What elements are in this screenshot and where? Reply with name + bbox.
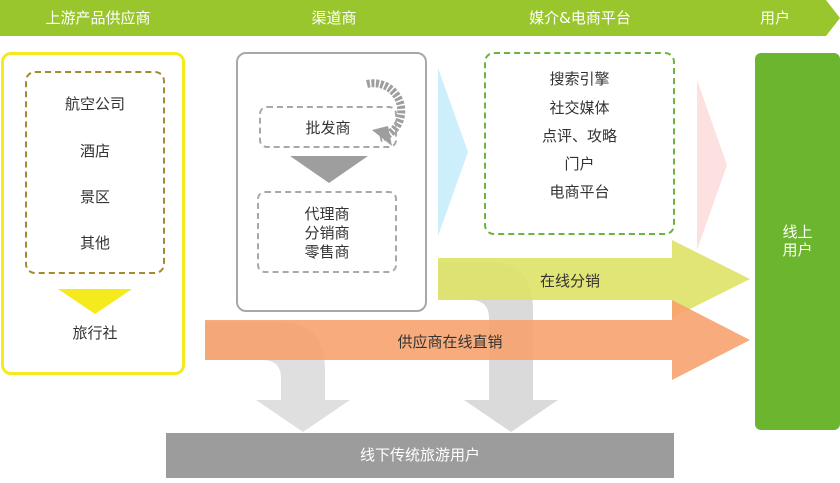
cyan-chevron-arrow — [438, 68, 468, 236]
supplier-direct-label: 供应商在线直销 — [397, 333, 503, 351]
offline-user-label: 线下传统旅游用户 — [359, 446, 480, 464]
stage-label-channel: 渠道商 — [311, 9, 357, 27]
pink-chevron-arrow — [697, 80, 727, 250]
supplier-item-other: 其他 — [79, 234, 110, 252]
media-item-review: 点评、攻略 — [541, 127, 617, 145]
stage-label-user: 用户 — [759, 9, 790, 27]
online-user-label: 线上 用户 — [755, 223, 840, 259]
media-item-portal: 门户 — [564, 155, 595, 173]
channel-down-triangle — [290, 156, 368, 183]
supplier-column-box — [1, 52, 185, 375]
stage-label-media: 媒介&电商平台 — [529, 9, 631, 27]
online-distribution-arrow — [438, 240, 750, 318]
stage-header-bar — [0, 0, 840, 36]
channel-item-agent: 代理商 — [304, 205, 350, 223]
online-user-line2: 用户 — [782, 241, 813, 259]
supplier-item-scenic: 景区 — [79, 188, 110, 206]
media-item-social: 社交媒体 — [549, 99, 610, 117]
channel-item-distributor: 分销商 — [304, 224, 350, 242]
offline-user-bar — [166, 433, 674, 478]
channel-item-retailer: 零售商 — [304, 243, 350, 261]
wholesaler-box — [259, 106, 397, 148]
online-user-line1: 线上 — [782, 223, 813, 241]
travel-agency-label: 旅行社 — [72, 324, 118, 342]
stage-label-supplier: 上游产品供应商 — [45, 9, 151, 27]
supplier-down-triangle — [58, 289, 132, 314]
online-user-box — [755, 53, 840, 430]
media-column-box — [484, 52, 675, 235]
media-item-ecommerce: 电商平台 — [549, 183, 610, 201]
supplier-direct-arrow — [205, 300, 750, 380]
supplier-list-box — [25, 71, 165, 274]
online-distribution-label: 在线分销 — [539, 272, 600, 290]
media-item-search: 搜索引擎 — [549, 70, 610, 88]
supplier-item-airline: 航空公司 — [64, 95, 125, 113]
supplier-item-hotel: 酒店 — [79, 142, 110, 160]
cycle-arrow-icon — [366, 79, 406, 146]
channel-column-box — [236, 52, 427, 312]
retail-channel-box — [257, 191, 397, 273]
wholesaler-label: 批发商 — [305, 119, 351, 137]
